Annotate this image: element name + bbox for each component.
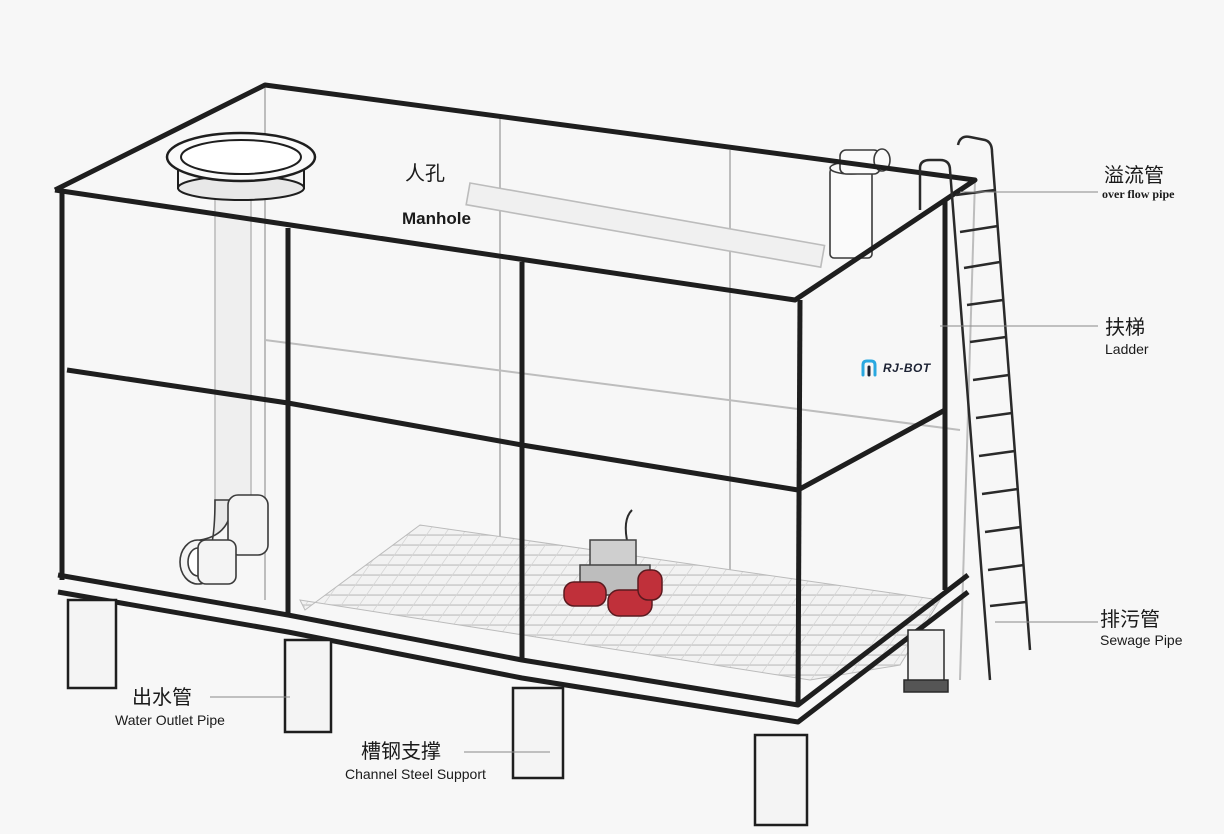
brand-name: RJ-BOT [883, 361, 931, 375]
sewage-pipe-label-en: Sewage Pipe [1100, 632, 1183, 648]
manhole-label-en: Manhole [402, 209, 471, 228]
water-outlet-pipe [179, 194, 269, 585]
tank-frame [53, 82, 978, 725]
water-outlet-pipe-label-zh: 出水管 [132, 685, 192, 709]
sewage-pipe-label-zh: 排污管 [1100, 607, 1160, 631]
channel-steel-support-label-en: Channel Steel Support [345, 766, 486, 782]
water-outlet-pipe-label-en: Water Outlet Pipe [115, 712, 225, 728]
overflow-pipe-label-zh: 溢流管 [1104, 163, 1164, 187]
leader-lines [210, 191, 1098, 753]
channel-steel-support-label-zh: 槽钢支撑 [361, 739, 441, 763]
channel-steel-support [66, 598, 809, 827]
rj-logo-icon [861, 359, 877, 377]
manhole-cover [165, 131, 317, 201]
ladder-label-en: Ladder [1105, 341, 1149, 357]
manhole-label-zh: 人孔 [405, 161, 445, 185]
ladder [918, 135, 1032, 681]
ladder-label-zh: 扶梯 [1105, 315, 1145, 339]
rj-bot-brand: RJ-BOT [860, 358, 931, 378]
overflow-pipe [465, 148, 891, 269]
inspection-robot [563, 509, 663, 617]
overflow-pipe-label-en: over flow pipe [1102, 187, 1175, 201]
sewage-pipe [903, 629, 949, 693]
